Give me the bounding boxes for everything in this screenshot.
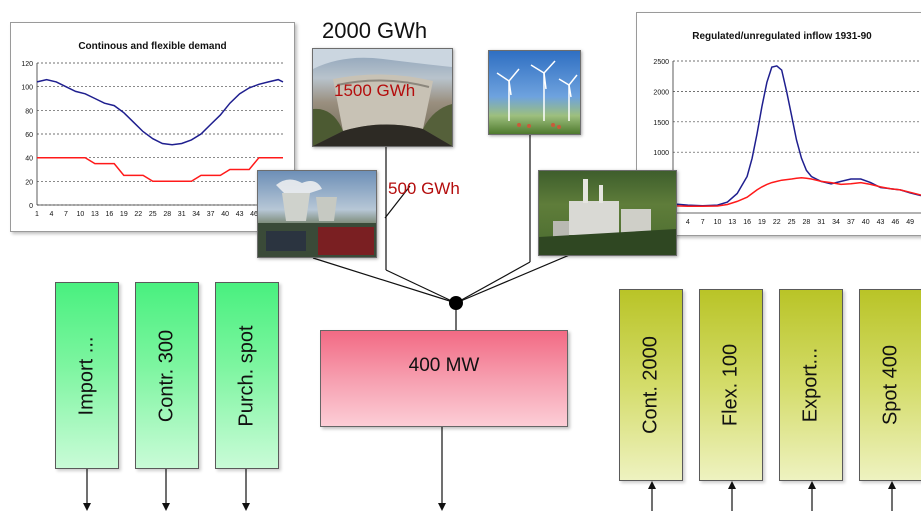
x-tick-label: 4 [50, 211, 54, 218]
capacity-box: 400 MW [320, 330, 568, 427]
nuclear-to-hub-line [312, 257, 457, 304]
demand-chart: 0 20 40 60 80 100 120 1 4 7 10 13 16 19 22 25 28 31 34 37 40… [21, 61, 284, 218]
x-tick-label: 40 [862, 219, 870, 226]
x-tick-label: 10 [77, 211, 85, 218]
x-tick-label: 46 [891, 219, 899, 226]
box-output-arrow [438, 503, 446, 511]
spot-box: Spot 400 [859, 289, 921, 481]
hub-node [449, 296, 463, 310]
x-tick-label: 22 [773, 219, 781, 226]
hydro-dam-photo [312, 48, 453, 147]
thermal-plant-photo [538, 170, 677, 256]
dam-illustration [313, 49, 452, 146]
import-box: Import ... [55, 282, 119, 469]
x-tick-label: 1 [35, 211, 39, 218]
contract-box: Contr. 300 [135, 282, 199, 469]
import-arrow-head [83, 503, 91, 511]
nuclear-plant-photo [257, 170, 377, 258]
inflow-chart-panel: Regulated/unregulated inflow 1931-90 100… [636, 12, 921, 236]
purch-spot-arrow-head [242, 503, 250, 511]
x-tick-label: 22 [134, 211, 142, 218]
y-tick-label: 100 [21, 85, 33, 92]
series-line-0 [36, 78, 284, 146]
nuclear-plant-illustration [258, 179, 376, 257]
y-tick-label: 1500 [653, 120, 669, 127]
x-tick-label: 34 [192, 211, 200, 218]
spot-label: Spot 400 [879, 344, 902, 426]
demand-chart-panel: Continous and flexible demand 0 20 40 60 80 1… [10, 22, 295, 232]
y-tick-label: 1000 [653, 150, 669, 157]
x-tick-label: 16 [105, 211, 113, 218]
y-tick-label: 120 [21, 61, 33, 68]
x-tick-label: 13 [728, 219, 736, 226]
inflow-chart: 1000 1500 2000 2500 4 7 10 13 16 19 22 25 28 31 34 37 40… [653, 59, 921, 226]
annotation-line-500 [384, 185, 411, 219]
flex-arrow-head [728, 481, 736, 489]
series-line-1 [37, 156, 283, 183]
hydro-energy-label: 1500 GWh [334, 81, 416, 100]
x-tick-label: 13 [91, 211, 99, 218]
export-box: Export... [779, 289, 843, 481]
x-tick-label: 34 [832, 219, 840, 226]
y-tick-label: 2000 [653, 89, 669, 96]
contract-arrow-head [162, 503, 170, 511]
y-tick-label: 0 [29, 203, 33, 210]
import-label: Import ... [75, 336, 98, 415]
x-tick-label: 28 [803, 219, 811, 226]
x-tick-label: 43 [236, 211, 244, 218]
wind-turbines-illustration [496, 60, 578, 129]
purchase-spot-label: Purch. spot [235, 324, 258, 427]
x-tick-label: 10 [714, 219, 722, 226]
cont-arrow-head [648, 481, 656, 489]
y-tick-label: 40 [25, 156, 33, 163]
x-tick-label: 43 [877, 219, 885, 226]
wind-to-hub-line [455, 261, 531, 304]
y-tick-label: 20 [25, 179, 33, 186]
x-tick-label: 37 [847, 219, 855, 226]
purchase-spot-box: Purch. spot [215, 282, 279, 469]
hydro-to-hub-line [385, 269, 457, 304]
cont-box: Cont. 2000 [619, 289, 683, 481]
x-tick-label: 25 [788, 219, 796, 226]
thermal-to-hub-line [455, 247, 587, 304]
capacity-label: 400 MW [408, 355, 480, 376]
x-tick-label: 46 [250, 211, 258, 218]
nuclear-energy-label: 500 GWh [388, 179, 460, 198]
x-tick-label: 4 [686, 219, 690, 226]
series-line-1 [672, 176, 921, 208]
x-tick-label: 19 [758, 219, 766, 226]
x-tick-label: 7 [701, 219, 705, 226]
flex-label: Flex. 100 [719, 343, 742, 427]
x-tick-label: 19 [120, 211, 128, 218]
export-label: Export... [799, 347, 822, 423]
y-tick-label: 2500 [653, 59, 669, 66]
x-tick-label: 49 [906, 219, 914, 226]
x-tick-label: 31 [817, 219, 825, 226]
x-tick-label: 40 [221, 211, 229, 218]
series-line-0 [672, 65, 921, 207]
wind-turbines-photo [488, 50, 581, 135]
spot-arrow-head [888, 481, 896, 489]
thermal-plant-illustration [539, 179, 676, 255]
export-arrow-head [808, 481, 816, 489]
y-tick-label: 80 [25, 108, 33, 115]
contract-label: Contr. 300 [155, 329, 178, 422]
total-energy-label: 2000 GWh [322, 18, 428, 43]
cont-label: Cont. 2000 [639, 336, 662, 434]
demand-chart-title: Continous and flexible demand [78, 41, 227, 52]
x-tick-label: 7 [64, 211, 68, 218]
x-tick-label: 25 [149, 211, 157, 218]
flex-box: Flex. 100 [699, 289, 763, 481]
x-tick-label: 37 [207, 211, 215, 218]
x-tick-label: 28 [163, 211, 171, 218]
inflow-chart-title: Regulated/unregulated inflow 1931-90 [692, 31, 872, 42]
x-tick-label: 16 [743, 219, 751, 226]
y-tick-label: 60 [25, 132, 33, 139]
x-tick-label: 31 [178, 211, 186, 218]
